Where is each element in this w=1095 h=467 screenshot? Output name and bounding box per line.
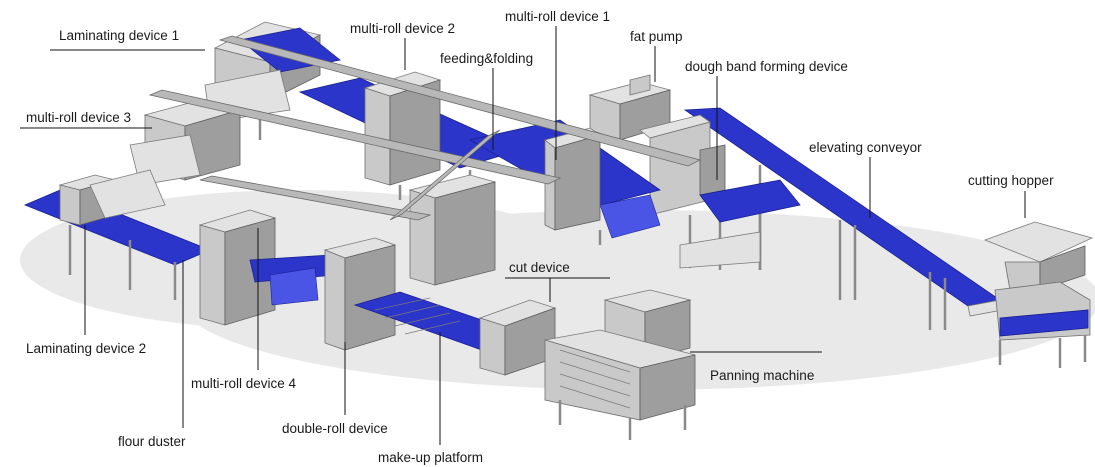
overhead-beams <box>148 35 702 221</box>
central-frame-tower <box>408 174 497 286</box>
label-panning-machine: Panning machine <box>710 368 814 383</box>
label-make-up-platform: make-up platform <box>378 450 483 465</box>
label-multi-roll-device-1: multi-roll device 1 <box>505 9 610 24</box>
label-double-roll-device: double-roll device <box>282 421 388 436</box>
label-laminating-device-2: Laminating device 2 <box>26 341 146 356</box>
label-flour-duster: flour duster <box>118 434 186 449</box>
label-multi-roll-device-2: multi-roll device 2 <box>350 21 455 36</box>
label-multi-roll-device-3: multi-roll device 3 <box>26 110 131 125</box>
double-roll-device-machine <box>269 237 397 351</box>
fat-pump-and-band-forming <box>588 74 762 270</box>
label-dough-band-forming-device: dough band forming device <box>685 59 848 74</box>
label-cutting-hopper: cutting hopper <box>968 173 1054 188</box>
label-laminating-device-1: Laminating device 1 <box>59 28 179 43</box>
label-cut-device: cut device <box>509 260 570 275</box>
laminating-device-2-machine <box>23 169 212 300</box>
elevating-conveyor-machine <box>683 107 1003 330</box>
label-elevating-conveyor: elevating conveyor <box>809 140 922 155</box>
label-feeding-folding: feeding&folding <box>440 51 533 66</box>
component-labels: Laminating device 1 multi-roll device 2 … <box>26 9 1054 465</box>
multi-roll-device-3-machine <box>129 99 242 186</box>
label-fat-pump: fat pump <box>630 29 683 44</box>
label-multi-roll-device-4: multi-roll device 4 <box>191 376 297 391</box>
cutting-hopper-machine <box>983 221 1094 368</box>
panning-machine-unit <box>544 289 696 440</box>
leader-lines <box>20 26 1026 445</box>
